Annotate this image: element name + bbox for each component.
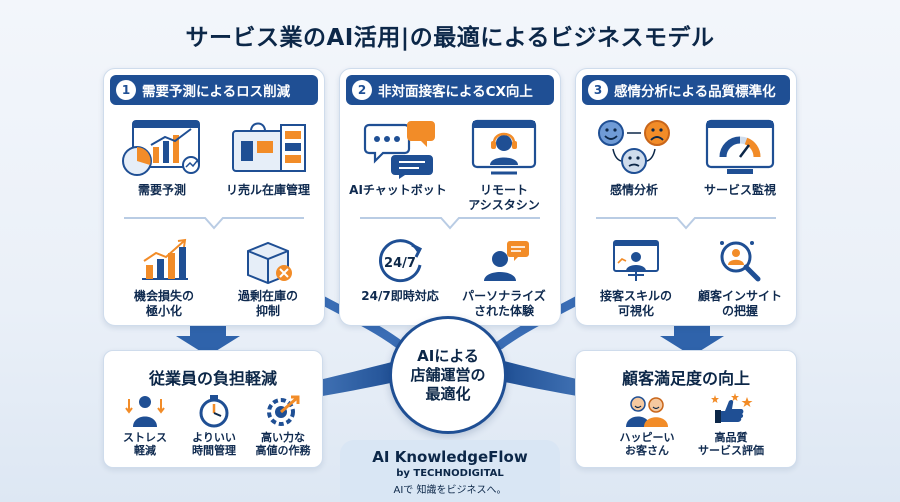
item-service-monitor: サービス監視 [690, 117, 790, 198]
item-label: 感情分析 [609, 183, 658, 197]
outcome-item: 高品質 サービス評価 [694, 393, 768, 457]
card-header: 1 需要予測によるロス削減 [110, 75, 318, 105]
hub-line-3: 最適化 [425, 384, 471, 403]
item-sentiment: 感情分析 [584, 117, 684, 198]
hub-line-2: 店舗運営の [410, 365, 486, 384]
card-contactless-service: 2 非対面接客によるCX向上 AIチャットボット リモート アシスタシン [339, 68, 561, 326]
chat-bubbles-icon [363, 121, 435, 179]
svg-text:24/7: 24/7 [384, 256, 416, 271]
item-label: 高い力な 高値の作務 [255, 431, 311, 457]
item-chatbot: AIチャットボット [348, 117, 448, 198]
stopwatch-icon [199, 395, 229, 428]
item-label: 機会損失の 極小化 [133, 289, 194, 318]
brand-name: AI KnowledgeFlow [372, 448, 528, 466]
growth-chart-icon [142, 238, 188, 280]
brand-by: by TECHNODIGITAL [396, 468, 504, 479]
box-cancel-icon [247, 241, 292, 285]
item-label: サービス監視 [703, 183, 776, 197]
outcome-employee-burden: 従業員の負担軽減 ストレス 軽減 よりいい 時間管理 高い力な 高値の作務 [103, 350, 323, 468]
gear-target-icon [267, 395, 300, 426]
item-customer-insight: 顧客インサイト の把握 [690, 237, 790, 319]
item-label: リモート アシスタシン [468, 183, 540, 212]
thumbs-up-stars-icon [711, 393, 753, 423]
outcome-title: 顧客満足度の向上 [621, 369, 750, 388]
personalized-user-icon [484, 241, 529, 281]
number-badge: 1 [116, 80, 136, 100]
down-arrow-right [660, 322, 724, 356]
card-demand-forecast: 1 需要予測によるロス削減 需要予測 リ売ル在庫管理 [103, 68, 325, 326]
item-label: AIチャットボット [349, 183, 447, 197]
item-demand-forecast: 需要予測 [112, 117, 212, 198]
item-inventory: リ売ル在庫管理 [218, 117, 318, 198]
hub-line-1: AIによる [417, 346, 479, 365]
outcome-item: 高い力な 高値の作務 [246, 393, 320, 457]
brand-tagline: AIで 知識をビジネスへ。 [393, 485, 507, 496]
item-label: 24/7即時対応 [361, 289, 439, 303]
emotion-faces-icon [598, 120, 670, 174]
store-inventory-icon [232, 122, 306, 172]
item-opportunity-loss: 機会損失の 極小化 [114, 237, 214, 319]
item-24-7: 24/7 24/7即時対応 [350, 237, 450, 304]
divider [124, 216, 304, 230]
headset-operator-icon [471, 119, 537, 175]
forecast-chart-icon [122, 120, 200, 176]
card-title: 需要予測によるロス削減 [142, 84, 291, 100]
item-remote-assistant: リモート アシスタシン [454, 117, 554, 213]
item-label: 需要予測 [137, 183, 186, 197]
item-label: ハッピーい お客さん [619, 431, 675, 457]
card-sentiment-analysis: 3 感情分析による品質標準化 感情分析 サービ [575, 68, 797, 326]
outcome-item: ハッピーい お客さん [610, 393, 684, 457]
clock-24-7-icon: 24/7 [379, 239, 423, 283]
divider [360, 216, 540, 230]
item-skill-visualization: 接客スキルの 可視化 [586, 237, 686, 319]
page-title: サービス業のAI活用|の最適によるビジネスモデル [185, 25, 715, 51]
item-label: パーソナライズ された体験 [462, 289, 546, 318]
card-title: 非対面接客によるCX向上 [378, 84, 533, 100]
magnifier-person-icon [720, 241, 761, 282]
down-arrow-left [176, 322, 240, 356]
stress-relief-person-icon [125, 396, 165, 427]
brand-footer: AI KnowledgeFlow by TECHNODIGITAL AIで 知識… [340, 440, 560, 502]
outcome-title: 従業員の負担軽減 [148, 369, 277, 388]
card-header: 2 非対面接客によるCX向上 [346, 75, 554, 105]
item-personalized: パーソナライズ された体験 [454, 237, 554, 319]
card-header: 3 感情分析による品質標準化 [582, 75, 790, 105]
card-title: 感情分析による品質標準化 [614, 84, 776, 100]
gauge-monitor-icon [705, 119, 775, 174]
central-hub: AIによる 店舗運営の 最適化 [389, 316, 507, 434]
outcome-customer-satisfaction: 顧客満足度の向上 ハッピーい お客さん 高品質 サービス評価 [575, 350, 797, 468]
item-label: 接客スキルの 可視化 [599, 289, 672, 318]
number-badge: 3 [588, 80, 608, 100]
item-label: 顧客インサイト の把握 [697, 289, 782, 318]
item-label: リ売ル在庫管理 [225, 183, 310, 197]
outcome-item: ストレス 軽減 [108, 393, 182, 457]
outcome-item: よりいい 時間管理 [177, 393, 251, 457]
item-label: 高品質 サービス評価 [698, 431, 764, 457]
presenter-screen-icon [613, 240, 659, 281]
number-badge: 2 [352, 80, 372, 100]
item-label: よりいい 時間管理 [192, 431, 236, 457]
item-label: 過剰在庫の 抑制 [237, 289, 298, 318]
item-label: ストレス 軽減 [123, 431, 167, 457]
divider [596, 216, 776, 230]
happy-customers-icon [626, 396, 668, 427]
item-overstock: 過剰在庫の 抑制 [218, 237, 318, 319]
